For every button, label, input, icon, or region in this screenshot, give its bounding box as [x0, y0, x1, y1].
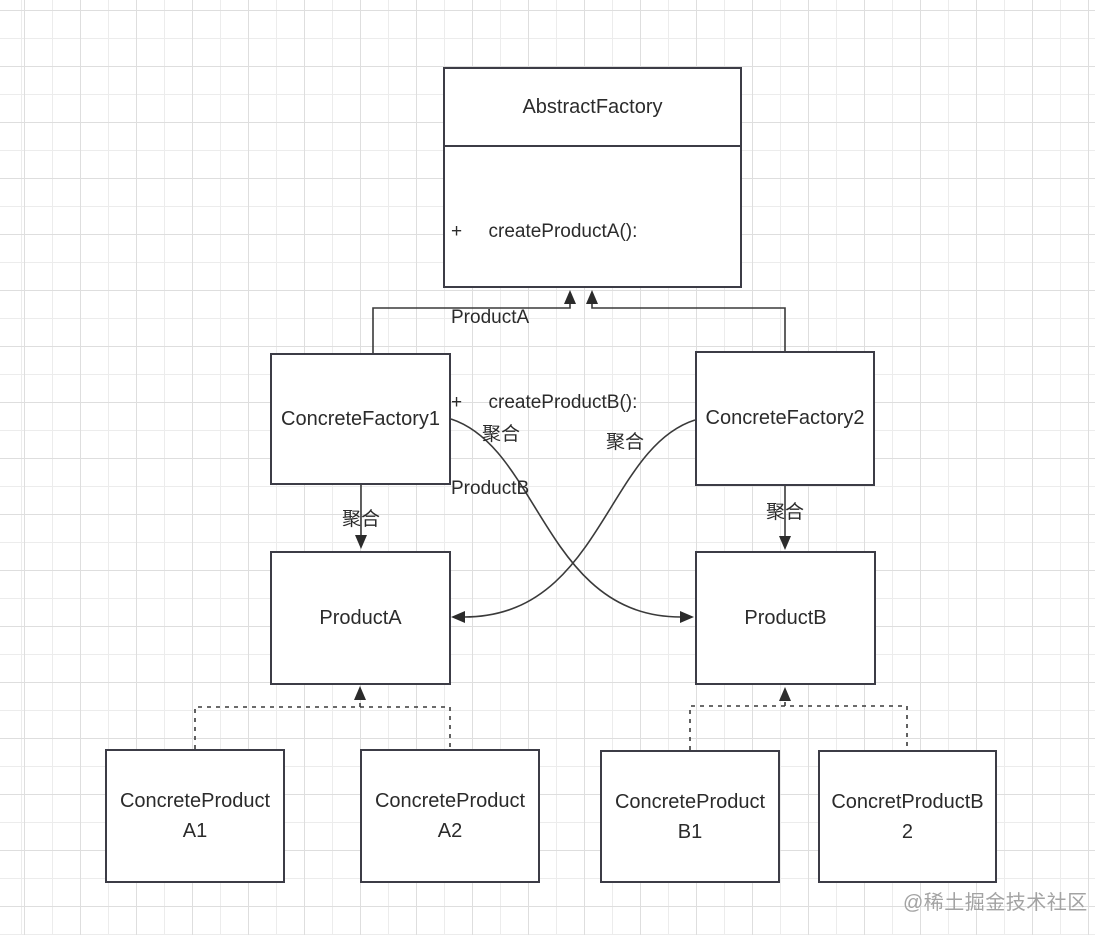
arrowhead-up-producta: [354, 686, 366, 700]
class-label-line: ConcreteProduct: [374, 790, 526, 812]
class-node-concrete-product-b1: ConcreteProduct B1: [600, 750, 780, 883]
method-line: ProductA: [451, 306, 530, 328]
aggregation-label-cf2-producta: 聚合: [606, 431, 644, 453]
arrowhead-right-cf1-productb: [680, 611, 694, 623]
realization-edge-group-producta: [194, 706, 451, 749]
class-node-concrete-factory1: ConcreteFactory1: [270, 353, 451, 485]
class-label-line: ConcreteProduct: [119, 790, 271, 812]
method-line: ProductB: [451, 477, 530, 499]
aggregation-curve-cf1-productb: [450, 418, 682, 618]
class-label-line: ConcreteProduct: [614, 790, 766, 813]
class-methods-abstract-factory: + createProductA(): ProductA + createPro…: [445, 147, 740, 560]
watermark: @稀土掘金技术社区: [903, 892, 1088, 914]
class-node-concrete-product-a2: ConcreteProduct A2: [360, 749, 540, 883]
arrowhead-down-cf1-producta: [355, 535, 367, 549]
class-label: ProductB: [744, 606, 827, 629]
class-label-line: A1: [182, 820, 208, 842]
method-line: + createProductA():: [451, 221, 638, 242]
class-node-concrete-product-b2: ConcretProductB 2: [818, 750, 997, 883]
realization-edge-group-productb: [689, 705, 908, 750]
class-label-line: ConcretProductB: [831, 790, 984, 813]
aggregation-curve-cf2-producta: [463, 419, 696, 618]
class-node-product-b: ProductB: [695, 551, 876, 685]
class-node-abstract-factory: AbstractFactory + createProductA(): Prod…: [443, 67, 742, 499]
method-line: + createProductB():: [451, 392, 638, 413]
aggregation-label-cf1-productb: 聚合: [482, 423, 520, 445]
class-label-line: A2: [437, 820, 463, 842]
aggregation-label-cf2-productb: 聚合: [766, 501, 804, 523]
class-node-concrete-factory2: ConcreteFactory2: [695, 351, 875, 486]
arrowhead-left-cf2-producta: [451, 611, 465, 623]
arrowhead-down-cf2-productb: [779, 536, 791, 550]
class-label: ConcreteFactory1: [281, 407, 440, 430]
class-label: ConcreteFactory2: [705, 407, 865, 429]
aggregation-label-cf1-producta: 聚合: [342, 508, 380, 530]
arrowhead-up-productb: [779, 687, 791, 701]
class-title-abstract-factory: AbstractFactory: [445, 69, 740, 147]
class-node-concrete-product-a1: ConcreteProduct A1: [105, 749, 285, 883]
class-node-product-a: ProductA: [270, 551, 451, 685]
class-label: ProductA: [319, 606, 402, 629]
arrowhead-up-inheritance-cf2: [586, 290, 598, 304]
arrowhead-up-inheritance-cf1: [564, 290, 576, 304]
class-label-line: 2: [901, 820, 914, 843]
class-label-line: B1: [677, 820, 703, 843]
